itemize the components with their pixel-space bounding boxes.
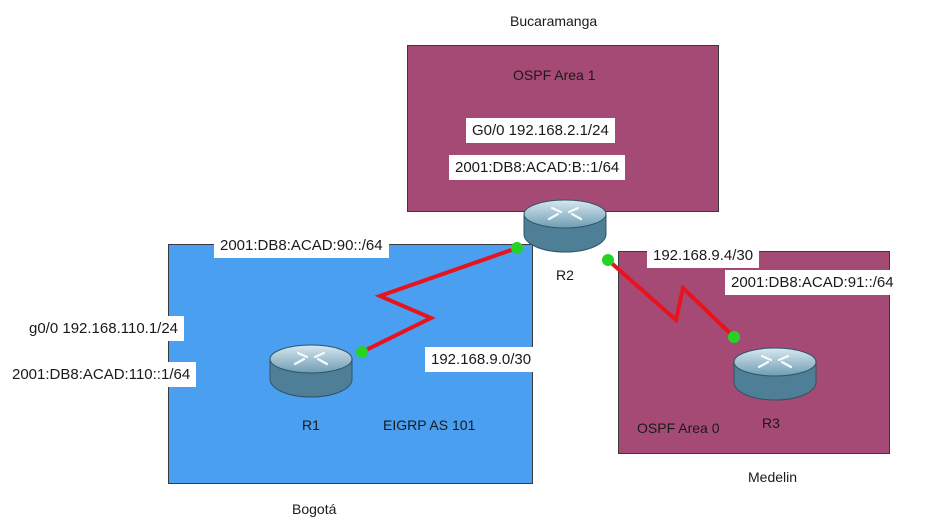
site-name-bogota: Bogotá [292,501,337,517]
router-r1-name: R1 [302,417,320,433]
router-r2-name: R2 [556,267,574,283]
area-title-eigrp: EIGRP AS 101 [383,417,476,433]
link-status-dot [728,331,740,343]
link-status-dot [511,242,523,254]
r2-r3-ipv4-label: 192.168.9.4/30 [647,243,760,268]
router-r3-name: R3 [762,415,780,431]
site-name-bucaramanga: Bucaramanga [510,13,598,29]
router-r1-icon[interactable] [268,343,354,399]
r2-g0-ipv4-label: G0/0 192.168.2.1/24 [466,118,615,143]
r2-r3-ipv6-label: 2001:DB8:ACAD:91::/64 [725,270,900,295]
link-status-dot [602,254,614,266]
router-r3-icon[interactable] [732,346,818,402]
area-title-ospf-0: OSPF Area 0 [637,420,720,436]
r1-r2-ipv4-label: 192.168.9.0/30 [425,347,538,372]
serial-link-r1-r2 [361,246,518,354]
site-name-medellin: Medelin [748,469,798,485]
area-title-ospf-1: OSPF Area 1 [513,67,596,83]
r2-g0-ipv6-label: 2001:DB8:ACAD:B::1/64 [449,155,626,180]
router-r2-icon[interactable] [522,198,608,254]
r1-g0-ipv4-label: g0/0 192.168.110.1/24 [23,316,185,341]
r1-g0-ipv6-label: 2001:DB8:ACAD:110::1/64 [6,362,197,387]
link-status-dot [356,346,368,358]
serial-link-r2-r3 [606,258,736,339]
r1-r2-ipv6-label: 2001:DB8:ACAD:90::/64 [214,233,389,258]
